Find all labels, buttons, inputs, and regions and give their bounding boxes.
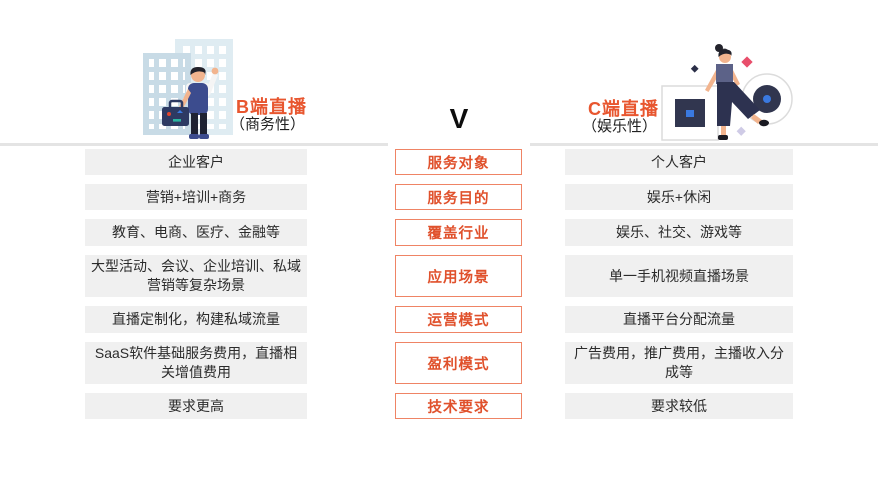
- b-side-value-service-purpose: 营销+培训+商务: [85, 184, 307, 210]
- c-side-title: C端直播: [588, 99, 659, 119]
- criteria-label-service-target: 服务对象: [395, 149, 522, 175]
- b-side-value-scenarios: 大型活动、会议、企业培训、私域营销等复杂场景: [85, 255, 307, 297]
- criteria-label-tech-requirement: 技术要求: [395, 393, 522, 419]
- table-row: 营销+培训+商务 服务目的 娱乐+休闲: [0, 184, 878, 210]
- businessman-illustration-icon: [135, 33, 245, 146]
- c-side-value-industries: 娱乐、社交、游戏等: [565, 219, 793, 246]
- center-column-backdrop: [388, 138, 530, 150]
- versus-label: V: [449, 103, 469, 134]
- comparison-table: 企业客户 服务对象 个人客户 营销+培训+商务 服务目的 娱乐+休闲 教育、电商…: [0, 149, 878, 428]
- b-side-value-industries: 教育、电商、医疗、金融等: [85, 219, 307, 246]
- criteria-label-service-purpose: 服务目的: [395, 184, 522, 210]
- b-side-title: B端直播: [236, 97, 307, 117]
- c-side-value-service-target: 个人客户: [565, 149, 793, 175]
- b-side-subtitle: （商务性）: [230, 116, 306, 133]
- b-side-value-service-target: 企业客户: [85, 149, 307, 175]
- b-side-value-tech-requirement: 要求更高: [85, 393, 307, 419]
- c-side-value-operation-model: 直播平台分配流量: [565, 306, 793, 333]
- table-row: 大型活动、会议、企业培训、私域营销等复杂场景 应用场景 单一手机视频直播场景: [0, 255, 878, 297]
- c-side-value-service-purpose: 娱乐+休闲: [565, 184, 793, 210]
- c-side-value-profit-model: 广告费用，推广费用，主播收入分成等: [565, 342, 793, 384]
- table-row: 直播定制化，构建私域流量 运营模式 直播平台分配流量: [0, 306, 878, 333]
- b-side-value-operation-model: 直播定制化，构建私域流量: [85, 306, 307, 333]
- criteria-label-scenarios: 应用场景: [395, 255, 522, 297]
- criteria-label-profit-model: 盈利模式: [395, 342, 522, 384]
- criteria-label-industries: 覆盖行业: [395, 219, 522, 246]
- c-side-subtitle: （娱乐性）: [582, 118, 658, 135]
- table-row: SaaS软件基础服务费用，直播相关增值费用 盈利模式 广告费用，推广费用，主播收…: [0, 342, 878, 384]
- c-side-value-scenarios: 单一手机视频直播场景: [565, 255, 793, 297]
- table-row: 要求更高 技术要求 要求较低: [0, 393, 878, 419]
- criteria-label-operation-model: 运营模式: [395, 306, 522, 333]
- table-row: 教育、电商、医疗、金融等 覆盖行业 娱乐、社交、游戏等: [0, 219, 878, 246]
- table-row: 企业客户 服务对象 个人客户: [0, 149, 878, 175]
- c-side-value-tech-requirement: 要求较低: [565, 393, 793, 419]
- b-side-value-profit-model: SaaS软件基础服务费用，直播相关增值费用: [85, 342, 307, 384]
- dancer-illustration-icon: [648, 40, 793, 147]
